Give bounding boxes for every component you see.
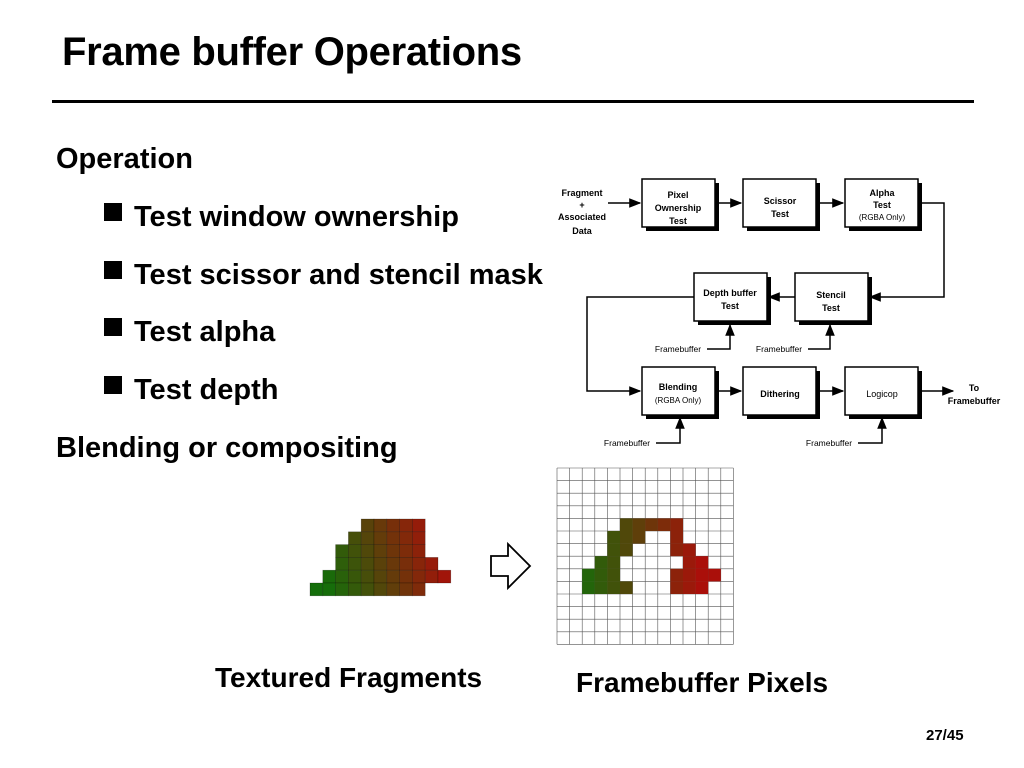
svg-text:Blending: Blending — [659, 382, 698, 392]
svg-text:To: To — [969, 383, 980, 393]
framebuffer-label: Framebuffer — [806, 438, 852, 448]
to-framebuffer-label: To Framebuffer — [948, 383, 1001, 406]
logicop-box: Logicop — [866, 389, 898, 399]
blending-heading: Blending or compositing — [56, 432, 398, 464]
svg-text:Data: Data — [572, 226, 593, 236]
hollow-arrow-icon — [490, 541, 532, 591]
bullet-text: Test depth — [134, 374, 279, 406]
bullet-item-4: Test depth — [104, 374, 278, 407]
framebuffer-label: Framebuffer — [655, 344, 701, 354]
slide-title: Frame buffer Operations — [62, 30, 522, 74]
framebuffer-pixels-grid — [556, 467, 734, 645]
svg-text:Test: Test — [669, 216, 687, 226]
fragment-input-label: Fragment + Associated Data — [558, 188, 606, 236]
page-number: 27/45 — [926, 727, 964, 744]
depth-buffer-test-box: Depth buffer Test — [703, 288, 757, 311]
svg-text:Pixel: Pixel — [667, 190, 688, 200]
blending-box: Blending (RGBA Only) — [655, 382, 702, 405]
bullet-item-1: Test window ownership — [104, 201, 459, 234]
bullet-text: Test window ownership — [134, 201, 459, 233]
square-bullet-icon — [104, 376, 122, 394]
textured-fragments-caption: Textured Fragments — [215, 662, 483, 693]
svg-text:Dithering: Dithering — [760, 389, 800, 399]
pipeline-arrows — [586, 198, 955, 444]
square-bullet-icon — [104, 318, 122, 336]
svg-text:Scissor: Scissor — [764, 196, 797, 206]
svg-text:Stencil: Stencil — [816, 290, 846, 300]
svg-text:Test: Test — [873, 200, 891, 210]
bullet-item-2: Test scissor and stencil mask — [104, 259, 543, 292]
square-bullet-icon — [104, 261, 122, 279]
framebuffer-label: Framebuffer — [604, 438, 650, 448]
bullet-text: Test alpha — [134, 316, 276, 348]
svg-text:Fragment: Fragment — [561, 188, 602, 198]
svg-text:Framebuffer: Framebuffer — [948, 396, 1001, 406]
svg-text:(RGBA Only): (RGBA Only) — [859, 213, 906, 222]
framebuffer-pixels-caption: Framebuffer Pixels — [576, 667, 829, 698]
svg-text:+: + — [579, 200, 584, 210]
operation-heading: Operation — [56, 143, 193, 175]
svg-text:Logicop: Logicop — [866, 389, 898, 399]
textured-fragments-image — [309, 518, 452, 597]
svg-text:Test: Test — [822, 303, 840, 313]
bullet-item-3: Test alpha — [104, 316, 275, 349]
pixel-ownership-test-box: Pixel Ownership Test — [655, 190, 702, 226]
svg-text:(RGBA Only): (RGBA Only) — [655, 396, 702, 405]
scissor-test-box: Scissor Test — [764, 196, 797, 219]
svg-text:Ownership: Ownership — [655, 203, 702, 213]
svg-text:Depth buffer: Depth buffer — [703, 288, 757, 298]
stencil-test-box: Stencil Test — [816, 290, 846, 313]
svg-text:Alpha: Alpha — [869, 188, 895, 198]
title-rule — [52, 100, 974, 103]
dithering-box: Dithering — [760, 389, 800, 399]
square-bullet-icon — [104, 203, 122, 221]
svg-text:Test: Test — [771, 209, 789, 219]
pipeline-boxes — [641, 178, 922, 419]
svg-text:Test: Test — [721, 301, 739, 311]
svg-text:Associated: Associated — [558, 212, 606, 222]
framebuffer-label: Framebuffer — [756, 344, 802, 354]
bullet-text: Test scissor and stencil mask — [134, 259, 543, 291]
alpha-test-box: Alpha Test (RGBA Only) — [859, 188, 906, 222]
